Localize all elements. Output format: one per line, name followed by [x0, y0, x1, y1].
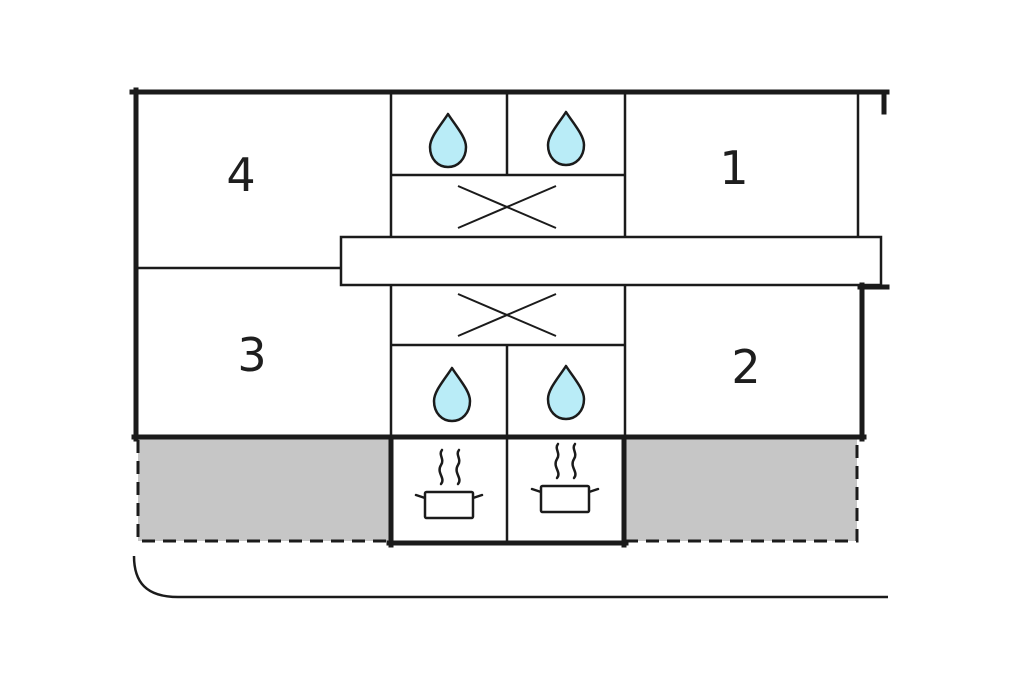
room-4: 4 [226, 148, 255, 202]
room-3: 3 [237, 328, 266, 382]
room-3-label: 3 [237, 328, 266, 382]
corridor [339, 235, 883, 287]
outer-walls [129, 87, 890, 548]
room-4-label: 4 [226, 148, 255, 202]
terrace-left [138, 439, 391, 541]
room-2: 2 [731, 340, 760, 394]
terrace-right [625, 439, 857, 541]
room-2-label: 2 [731, 340, 760, 394]
interior-walls [134, 92, 860, 543]
room-1: 1 [719, 141, 748, 195]
terrace-left-dashed-border [136, 440, 391, 543]
room-1-label: 1 [719, 141, 748, 195]
boundary-curve [132, 555, 888, 599]
terrace-right-dashed-border [625, 440, 859, 543]
